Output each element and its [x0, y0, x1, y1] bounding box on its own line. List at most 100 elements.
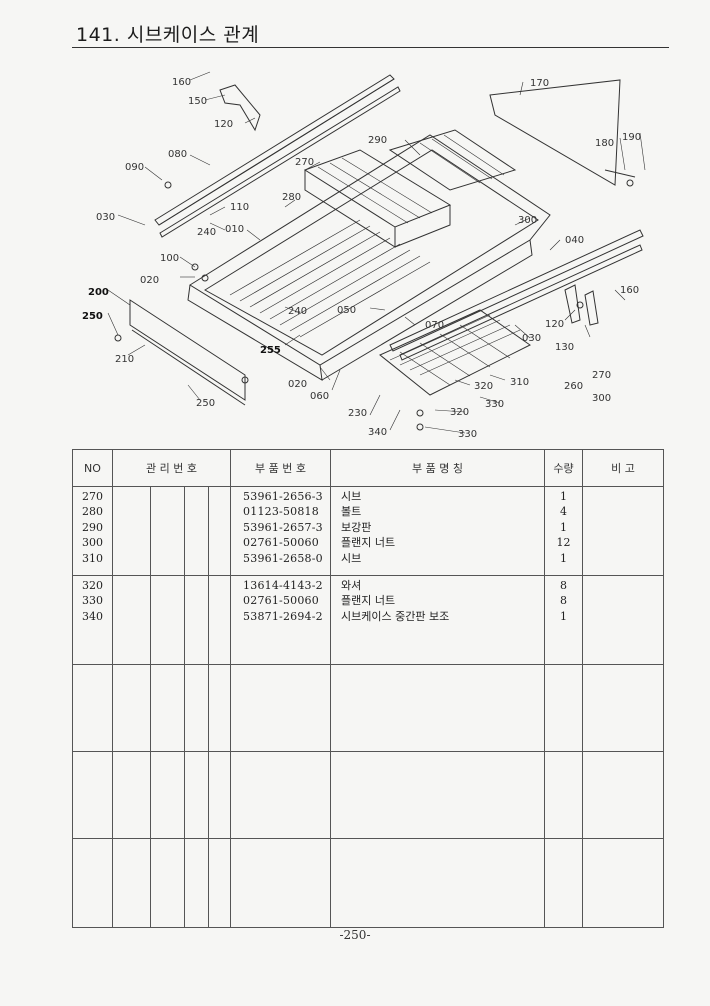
table-row-empty [72, 751, 665, 839]
diagram-callouts: 160 150 120 080 090 030 110 240 010 280 … [82, 77, 641, 440]
part-name: 시브케이스 중간판 보조 [341, 609, 450, 623]
item-no: 280 [82, 505, 103, 519]
callout: 090 [125, 162, 144, 173]
part-name: 시브 [341, 490, 362, 503]
no-cell: 270 280 290 300 310 [72, 486, 113, 576]
callout: 070 [425, 320, 444, 331]
mgmt-cell [207, 575, 232, 665]
qty: 4 [560, 505, 568, 519]
callout: 100 [160, 253, 179, 264]
mgmt-cell [112, 486, 151, 576]
callout: 260 [564, 381, 583, 392]
mgmt-cell [150, 486, 185, 576]
exploded-parts-diagram: 160 150 120 080 090 030 110 240 010 280 … [82, 71, 646, 440]
callout: 230 [348, 408, 367, 419]
item-no: 330 [82, 594, 103, 608]
mgmt-cell [184, 486, 209, 576]
header-qty: 수량 [544, 449, 584, 487]
qty: 8 [560, 579, 568, 592]
header-remark: 비 고 [582, 449, 665, 487]
part-no: 53961-2656-3 [243, 490, 323, 503]
part-no: 02761-50060 [243, 536, 319, 550]
callout: 060 [310, 391, 329, 402]
callout: 170 [530, 78, 549, 89]
qty: 1 [560, 490, 568, 503]
callout: 280 [282, 192, 301, 203]
part-no: 01123-50818 [243, 505, 319, 519]
page-title: 141. 시브케이스 관계 [76, 24, 260, 46]
callout: 300 [518, 215, 537, 226]
callout: 040 [565, 235, 584, 246]
item-no: 320 [82, 579, 103, 592]
callout: 120 [545, 319, 564, 330]
title-rule [72, 47, 669, 48]
part-name: 플랜지 너트 [341, 536, 396, 550]
qty: 8 [560, 594, 568, 608]
remark-cell [582, 575, 665, 665]
qty-cell: 8 8 1 [544, 575, 584, 665]
page-number: -250- [339, 928, 371, 942]
callout: 210 [115, 354, 134, 365]
callout: 180 [595, 138, 614, 149]
callout: 190 [622, 132, 641, 143]
callout: 160 [172, 77, 191, 88]
item-no: 340 [82, 609, 103, 623]
remark-cell [582, 486, 665, 576]
callout: 110 [230, 202, 249, 213]
part-no: 53961-2657-3 [243, 520, 323, 534]
callout: 240 [288, 306, 307, 317]
callout: 290 [368, 135, 387, 146]
qty-cell: 1 4 1 12 1 [544, 486, 584, 576]
part-no: 53961-2658-0 [243, 551, 323, 565]
parts-table: NO 관 리 번 호 부 품 번 호 부 품 명 칭 수량 비 고 270 28… [72, 449, 665, 928]
mgmt-cell [150, 575, 185, 665]
qty: 1 [560, 520, 568, 534]
part-no-cell: 13614-4143-2 02761-50060 53871-2694-2 [230, 575, 332, 665]
callout: 255 [260, 345, 281, 356]
item-no: 310 [82, 551, 103, 565]
callout: 300 [592, 393, 611, 404]
callout: 030 [96, 212, 115, 223]
part-no: 13614-4143-2 [243, 579, 323, 592]
callout: 330 [458, 429, 477, 440]
callout: 080 [168, 149, 187, 160]
callout: 130 [555, 342, 574, 353]
item-no: 270 [82, 490, 103, 503]
qty: 1 [560, 551, 568, 565]
callout: 270 [592, 370, 611, 381]
table-header-row: NO 관 리 번 호 부 품 번 호 부 품 명 칭 수량 비 고 [72, 449, 665, 487]
callout: 050 [337, 305, 356, 316]
part-name: 와셔 [341, 579, 362, 592]
item-no: 300 [82, 536, 103, 550]
callout: 160 [620, 285, 639, 296]
part-name-cell: 와셔 플랜지 너트 시브케이스 중간판 보조 [330, 575, 546, 665]
callout: 310 [510, 377, 529, 388]
table-row-empty [72, 664, 665, 752]
part-no: 53871-2694-2 [243, 609, 323, 623]
mgmt-cell [184, 575, 209, 665]
part-no: 02761-50060 [243, 594, 319, 608]
qty: 12 [556, 536, 571, 550]
callout: 020 [140, 275, 159, 286]
table-row-empty [72, 838, 665, 928]
callout: 020 [288, 379, 307, 390]
callout: 250 [82, 311, 103, 322]
callout: 270 [295, 157, 314, 168]
callout: 340 [368, 427, 387, 438]
no-cell: 320 330 340 [72, 575, 113, 665]
part-name: 플랜지 너트 [341, 594, 396, 608]
part-name: 시브 [341, 551, 362, 565]
callout: 320 [450, 407, 469, 418]
item-no: 290 [82, 520, 103, 534]
callout: 030 [522, 333, 541, 344]
part-no-cell: 53961-2656-3 01123-50818 53961-2657-3 02… [230, 486, 332, 576]
part-name: 볼트 [341, 505, 362, 519]
callout: 240 [197, 227, 216, 238]
header-part-name: 부 품 명 칭 [330, 449, 546, 487]
mgmt-cell [207, 486, 232, 576]
header-part-no: 부 품 번 호 [230, 449, 332, 487]
header-no: NO [72, 449, 113, 487]
part-name-cell: 시브 볼트 보강판 플랜지 너트 시브 [330, 486, 546, 576]
mgmt-cell [112, 575, 151, 665]
callout: 120 [214, 119, 233, 130]
